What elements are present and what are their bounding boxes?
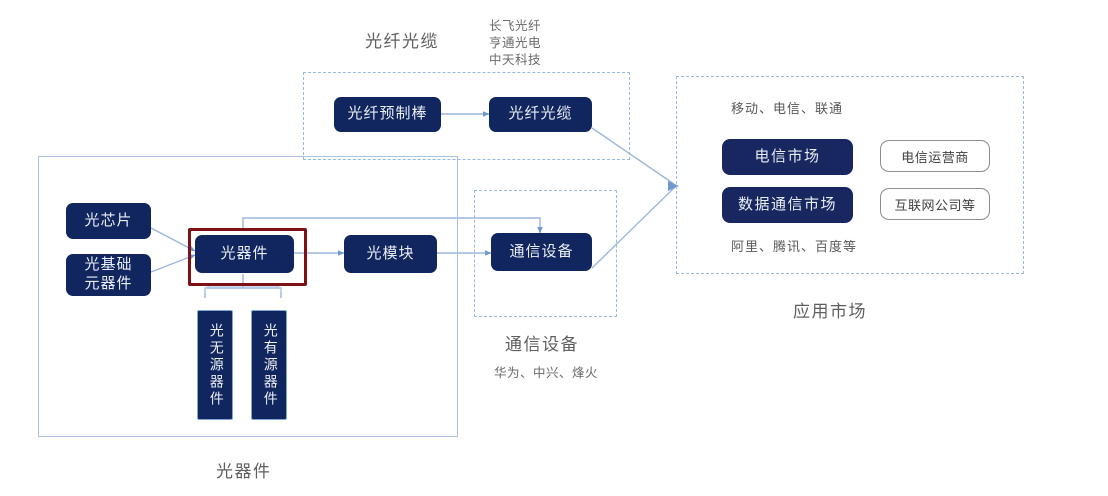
application-market-bottom-note: 阿里、腾讯、百度等 bbox=[731, 239, 858, 254]
node-optical-device[interactable]: 光器件 bbox=[195, 235, 294, 273]
optical-basic-line-2: 元器件 bbox=[84, 276, 133, 292]
vendor-line-1: 长飞光纤 bbox=[489, 19, 542, 33]
node-passive-optical-device[interactable]: 光无源器件 bbox=[197, 310, 233, 420]
node-data-comm-market[interactable]: 数据通信市场 bbox=[722, 187, 853, 223]
fiber-cable-vendors: 长飞光纤 亨通光电 中天科技 bbox=[489, 18, 541, 69]
optical-device-group bbox=[38, 156, 458, 437]
pill-internet-company[interactable]: 互联网公司等 bbox=[880, 188, 990, 220]
application-market-group bbox=[676, 76, 1024, 274]
comm-equipment-vendors: 华为、中兴、烽火 bbox=[494, 366, 599, 380]
node-optical-module[interactable]: 光模块 bbox=[344, 235, 437, 273]
comm-equipment-group bbox=[474, 190, 617, 317]
node-active-optical-device[interactable]: 光有源器件 bbox=[251, 310, 287, 420]
optical-basic-line-1: 光基础 bbox=[84, 256, 133, 273]
node-fiber-cable[interactable]: 光纤光缆 bbox=[489, 97, 592, 132]
node-optical-basic-component[interactable]: 光基础 元器件 bbox=[66, 254, 151, 296]
application-market-caption: 应用市场 bbox=[793, 302, 867, 321]
fiber-cable-caption: 光纤光缆 bbox=[365, 32, 439, 51]
pill-telecom-operator[interactable]: 电信运营商 bbox=[880, 140, 990, 172]
vendor-line-2: 亨通光电 bbox=[489, 35, 542, 50]
node-fiber-preform[interactable]: 光纤预制棒 bbox=[334, 97, 441, 132]
vendor-line-3: 中天科技 bbox=[489, 52, 542, 67]
node-comm-equipment[interactable]: 通信设备 bbox=[491, 233, 592, 271]
node-telecom-market[interactable]: 电信市场 bbox=[722, 139, 853, 175]
node-optical-chip[interactable]: 光芯片 bbox=[66, 203, 151, 239]
comm-equipment-caption: 通信设备 bbox=[505, 335, 579, 354]
optical-device-caption: 光器件 bbox=[216, 462, 272, 481]
fiber-cable-group bbox=[303, 72, 630, 160]
application-market-top-note: 移动、电信、联通 bbox=[731, 101, 844, 116]
